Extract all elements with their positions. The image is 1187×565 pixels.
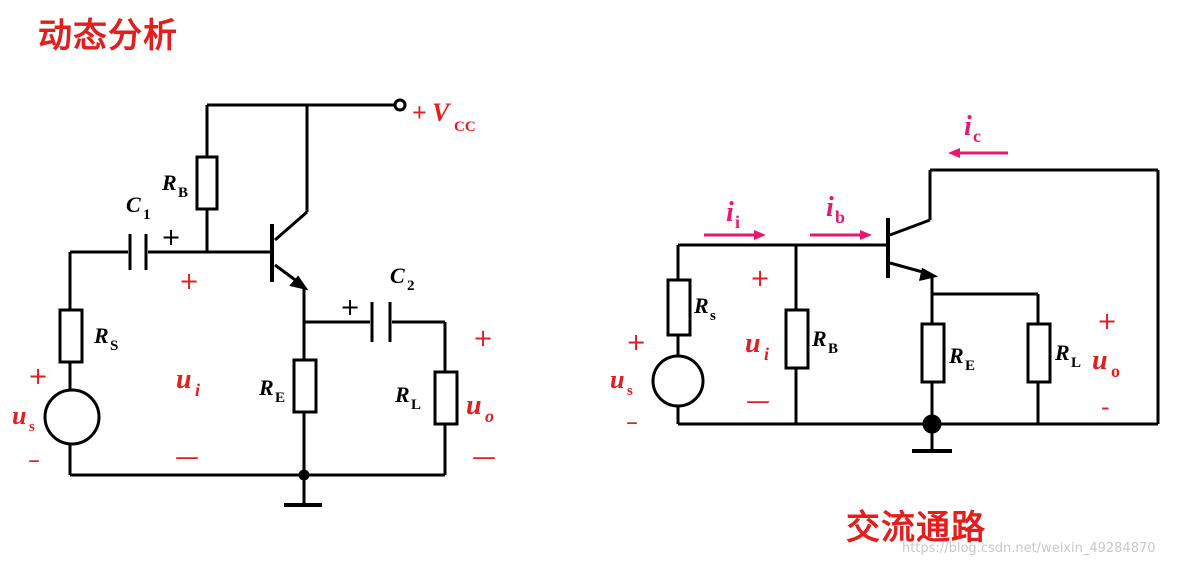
- c2-plus: +: [340, 293, 360, 321]
- uo-plus: +: [473, 324, 493, 352]
- rl-subscript: L: [411, 397, 421, 413]
- rb-subscript: B: [178, 185, 188, 201]
- us-subscript: s: [627, 383, 633, 399]
- uo-subscript: o: [485, 406, 494, 426]
- rs-name: R: [693, 293, 709, 318]
- right-labels: i i i b i c R s R B R E R L u s + – u i …: [610, 111, 1120, 436]
- ui-plus: +: [179, 267, 199, 295]
- rs-resistor: [58, 308, 84, 364]
- right-circuit: [651, 168, 1160, 453]
- re-subscript: E: [275, 390, 285, 406]
- rl-resistor: [433, 370, 459, 426]
- c2-subscript: 2: [407, 278, 415, 294]
- rs-name: R: [93, 323, 109, 348]
- uo-minus: -: [1101, 393, 1110, 421]
- vcc-plus-sign: +: [412, 98, 427, 127]
- c1-subscript: 1: [143, 207, 151, 223]
- re-resistor: [920, 322, 946, 384]
- bjt-collector: [889, 218, 931, 237]
- bjt-emitter-arrow: [289, 275, 309, 291]
- title-ac-path: 交流通路: [846, 508, 986, 548]
- ui-name: u: [176, 364, 192, 395]
- re-name: R: [258, 375, 274, 400]
- ib-arrow-head: [860, 230, 872, 240]
- uo-plus: +: [1097, 307, 1117, 335]
- rs-subscript: s: [710, 308, 716, 324]
- ui-minus: —: [746, 387, 770, 415]
- us-plus: +: [626, 328, 646, 356]
- ib-name: i: [826, 192, 834, 223]
- vcc-terminal: [393, 98, 407, 112]
- us-minus: –: [626, 408, 638, 436]
- rl-name: R: [1054, 340, 1070, 365]
- ic-name: i: [964, 111, 972, 142]
- re-resistor: [292, 358, 318, 414]
- ui-plus: +: [750, 264, 770, 292]
- vcc-subscript: CC: [454, 119, 476, 135]
- rl-subscript: L: [1071, 355, 1081, 371]
- ui-minus: —: [175, 443, 199, 471]
- ib-subscript: b: [835, 207, 845, 227]
- uo-name: u: [1092, 345, 1108, 376]
- uo-subscript: o: [1111, 361, 1120, 381]
- uo-minus: —: [472, 443, 496, 471]
- uo-name: u: [466, 390, 482, 421]
- us-minus: –: [28, 446, 40, 474]
- title-dynamic-analysis: 动态分析: [38, 16, 178, 56]
- ii-subscript: i: [735, 212, 740, 232]
- us-name: u: [12, 401, 26, 430]
- ic-subscript: c: [973, 126, 981, 146]
- rs-subscript: S: [110, 338, 118, 354]
- c1-plus: +: [161, 223, 181, 251]
- rb-name: R: [811, 326, 827, 351]
- rb-resistor: [195, 155, 219, 211]
- us-source: [651, 354, 705, 408]
- bjt-collector: [274, 210, 308, 242]
- current-arrows: [704, 148, 1008, 240]
- rl-resistor: [1026, 322, 1052, 384]
- rb-subscript: B: [828, 341, 838, 357]
- rl-name: R: [394, 382, 410, 407]
- rb-resistor: [784, 308, 810, 370]
- ui-subscript: i: [195, 380, 200, 400]
- ui-subscript: i: [764, 344, 769, 364]
- rb-name: R: [161, 170, 177, 195]
- ii-arrow-head: [754, 230, 766, 240]
- us-plus: +: [28, 362, 48, 390]
- us-source: [43, 388, 101, 446]
- rs-resistor: [666, 278, 692, 337]
- c2-name: C: [390, 263, 405, 288]
- ii-name: i: [726, 197, 734, 228]
- left-circuit: [43, 98, 459, 507]
- c1-name: C: [126, 192, 141, 217]
- re-name: R: [948, 343, 964, 368]
- ui-name: u: [745, 328, 761, 359]
- vcc-name: V: [432, 98, 452, 127]
- re-subscript: E: [965, 358, 975, 374]
- us-subscript: s: [29, 419, 35, 435]
- left-labels: + V CC R B C 1 + C 2 + R S R E R L u s +…: [12, 98, 496, 474]
- watermark: https://blog.csdn.net/weixin_49284870: [902, 541, 1156, 556]
- ic-arrow-head: [948, 148, 960, 158]
- us-name: u: [610, 365, 624, 394]
